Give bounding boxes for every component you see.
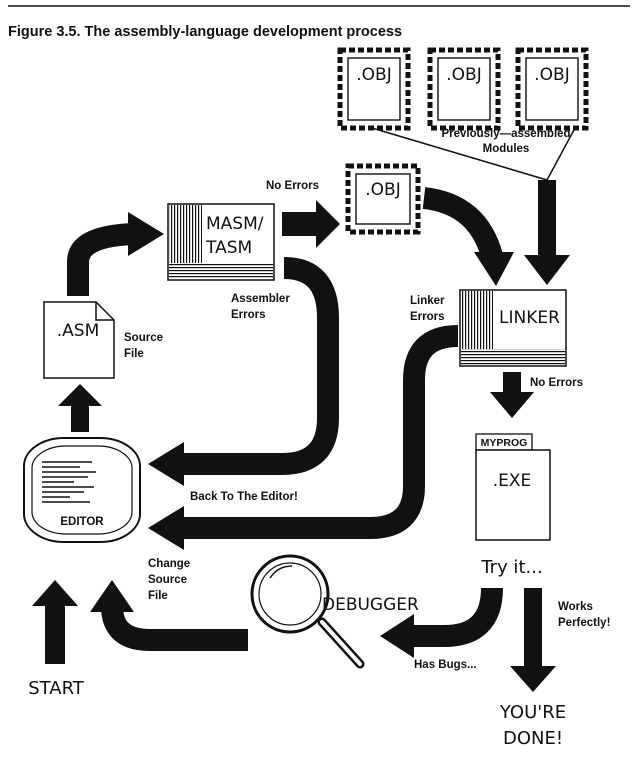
source-file-label: .ASM: [57, 321, 100, 341]
works-to-done-arrow: [510, 588, 556, 692]
start-label: START: [28, 678, 85, 699]
done-line2: DONE!: [503, 728, 563, 749]
modules-caption-line1: Previously—assembled: [441, 128, 570, 140]
exe-tab-label: MYPROG: [481, 437, 528, 449]
change-source-line1: Change: [148, 558, 190, 570]
bugs-to-debugger-path: [410, 587, 503, 647]
try-it-label: Try it...: [480, 557, 542, 578]
assembler-errors-line1: Assembler: [231, 293, 290, 305]
asm-to-assembler-arrowhead: [128, 212, 164, 256]
obj-module-2: .OBJ: [427, 47, 501, 131]
start-arrow: [32, 580, 78, 664]
editor-to-asm-arrow: [58, 384, 102, 432]
assembler-label-line2: TASM: [205, 238, 252, 258]
back-to-editor-label: Back To The Editor!: [190, 491, 298, 503]
linker-label: LINKER: [499, 308, 560, 328]
output-obj: .OBJ: [345, 163, 421, 235]
modules-caption-line2: Modules: [483, 143, 530, 155]
assembler-errors-arrowhead: [148, 442, 184, 486]
output-obj-label: .OBJ: [365, 180, 400, 200]
modules-to-linker-arrow: [524, 180, 570, 285]
change-source-line2: Source: [148, 574, 187, 586]
assembler-label-line1: MASM/: [206, 214, 264, 234]
exe-file: MYPROG .EXE: [475, 433, 551, 541]
debugger-label: DEBUGGER: [322, 595, 419, 615]
bugs-to-debugger-arrowhead: [380, 614, 414, 658]
assembler-errors-return-path: [180, 257, 339, 475]
done-line1: YOU'RE: [499, 702, 566, 723]
debugger-to-editor-path: [101, 605, 248, 651]
obj-module-3-label: .OBJ: [534, 65, 569, 85]
linker-errors-line1: Linker: [410, 295, 445, 307]
asm-to-assembler-curve: [67, 223, 135, 296]
obj-module-2-label: .OBJ: [446, 65, 481, 85]
editor-monitor: EDITOR: [23, 437, 141, 543]
editor-label: EDITOR: [60, 516, 104, 528]
obj-module-3: .OBJ: [515, 47, 589, 131]
linker-box: LINKER: [459, 289, 567, 367]
obj-module-1: .OBJ: [337, 47, 411, 131]
assembler-to-obj-arrow: [282, 200, 340, 248]
has-bugs-label: Has Bugs...: [414, 659, 477, 671]
obj-to-linker-curve: [422, 187, 503, 260]
modules-funnel-left: [371, 127, 548, 181]
linker-errors-arrowhead: [148, 506, 184, 550]
debugger-to-editor-arrowhead: [90, 580, 134, 612]
source-caption-line2: File: [124, 348, 144, 360]
source-file: .ASM: [43, 301, 115, 379]
linker-to-exe-arrow: [490, 372, 534, 418]
figure-title: Figure 3.5. The assembly-language develo…: [8, 24, 402, 40]
linker-errors-line2: Errors: [410, 311, 445, 323]
linker-errors-return-path: [180, 325, 459, 539]
obj-module-1-label: .OBJ: [356, 65, 391, 85]
assembler-errors-line2: Errors: [231, 309, 266, 321]
modules-funnel-right: [546, 127, 576, 181]
source-caption-line1: Source: [124, 332, 163, 344]
magnifying-glass-icon: [250, 554, 365, 669]
obj-to-linker-arrowhead: [474, 252, 514, 286]
editor-code-lines: [42, 461, 96, 503]
works-line1: Works: [558, 601, 593, 613]
assembler-no-errors-label: No Errors: [266, 180, 319, 192]
assembler-box: MASM/ TASM: [167, 203, 275, 281]
linker-no-errors-label: No Errors: [530, 377, 583, 389]
works-line2: Perfectly!: [558, 617, 610, 629]
exe-label: .EXE: [493, 471, 532, 491]
change-source-line3: File: [148, 590, 168, 602]
